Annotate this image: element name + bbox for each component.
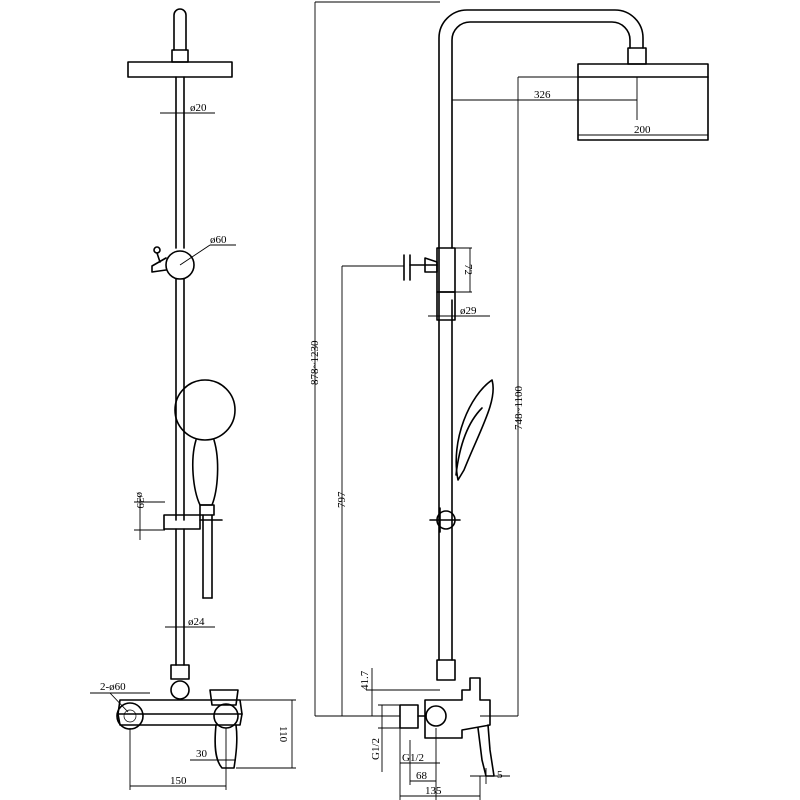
front-diverter-stem xyxy=(156,252,161,263)
front-hand-shower-holder xyxy=(199,504,215,516)
front-hand-shower-head xyxy=(174,379,236,441)
front-diverter-body xyxy=(165,250,195,280)
side-shower-head xyxy=(577,63,709,78)
side-wall-flange xyxy=(399,704,419,729)
front-head-connector xyxy=(171,49,189,63)
front-riser-top xyxy=(173,8,187,51)
side-head-connector xyxy=(627,47,647,65)
side-shower-head-body xyxy=(577,76,709,141)
side-hand-shower-face xyxy=(455,407,483,476)
front-mixer-lever xyxy=(209,689,239,706)
side-riser-outer xyxy=(438,9,644,661)
front-diverter-knob xyxy=(153,246,161,254)
dim-label-326: 326 xyxy=(534,89,551,101)
dim-label-d29: ø29 xyxy=(460,305,477,317)
dim-label-878-1230: 878~1230 xyxy=(309,340,321,385)
front-diverter-lever xyxy=(151,257,167,273)
side-hand-shower xyxy=(455,379,494,481)
side-riser-sleeve xyxy=(436,291,456,321)
dim-label-68: 68 xyxy=(416,770,428,782)
dim-leader-d60 xyxy=(179,244,211,266)
front-coupling xyxy=(170,664,190,680)
front-outlet-nut xyxy=(170,680,190,700)
dim-label-d24: ø24 xyxy=(188,616,205,628)
dim-label-797: 797 xyxy=(336,491,348,508)
side-view xyxy=(399,9,709,777)
front-slider xyxy=(163,514,201,530)
dim-label-135: 135 xyxy=(425,785,442,797)
front-mixer-body xyxy=(117,699,243,715)
dim-label-g12-left: G1/2 xyxy=(370,738,382,760)
dim-leader-2d60 xyxy=(109,692,129,713)
front-mixer-handle xyxy=(214,724,238,769)
dim-label-110: 110 xyxy=(277,726,289,743)
side-mixer-nut xyxy=(425,705,447,727)
dim-label-748-1100: 748~1100 xyxy=(513,385,525,430)
front-mixer-lower xyxy=(117,713,243,726)
front-shower-head xyxy=(127,61,233,78)
dim-label-72: 72 xyxy=(462,264,474,275)
dim-label-41-7: 41.7 xyxy=(359,670,371,690)
front-wall-connector-left-inner xyxy=(123,709,137,723)
front-dimensions: ø20 ø60 ø39 ø24 2-ø60 150 30 110 xyxy=(90,102,296,790)
dim-label-150: 150 xyxy=(170,775,187,787)
dim-label-30: 30 xyxy=(196,748,208,760)
dim-label-2d60: 2-ø60 xyxy=(100,681,126,693)
side-dimensions: 878~1230 326 200 72 ø29 748~1100 797 41.… xyxy=(309,1,708,800)
dim-label-g12-right: G1/2 xyxy=(402,752,424,764)
side-riser-inner xyxy=(451,21,631,249)
dim-label-5: 5 xyxy=(497,769,503,781)
dim-label-200: 200 xyxy=(634,124,651,136)
dim-label-d60: ø60 xyxy=(210,234,227,246)
side-coupling xyxy=(436,659,456,681)
dim-label-d20: ø20 xyxy=(190,102,207,114)
dim-label-d39: ø39 xyxy=(134,492,146,509)
side-diverter-cap xyxy=(424,257,438,273)
front-view xyxy=(116,8,243,769)
side-mixer-body xyxy=(424,677,491,739)
front-hand-shower-handle xyxy=(192,439,219,506)
